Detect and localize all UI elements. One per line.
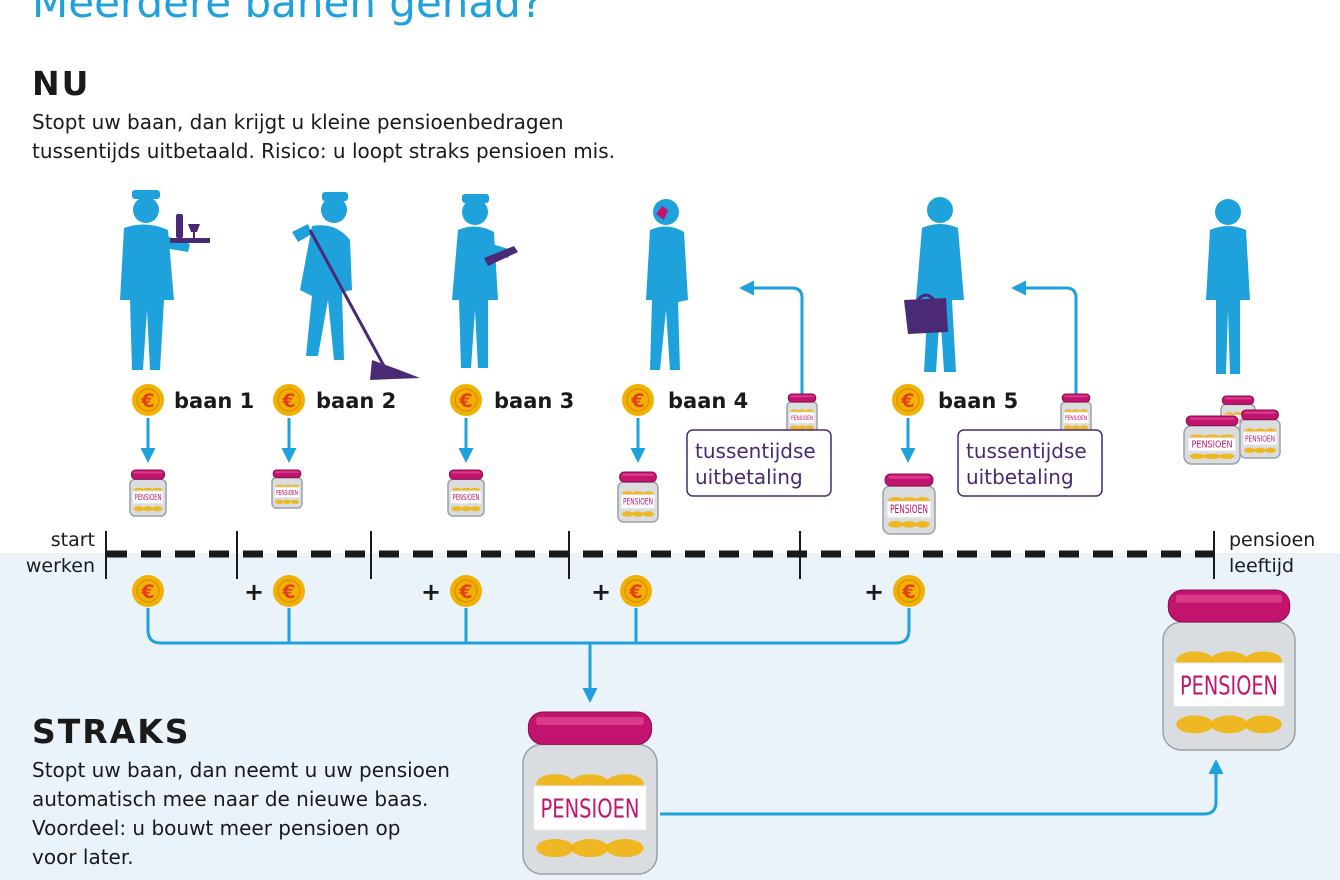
euro-coin-icon: € [622,384,654,416]
pension-jar-icon: PENSIOEN [617,471,659,523]
payout-box [686,429,832,497]
payout-label: tussentijdse [695,439,816,463]
euro-coin-icon: € [132,575,164,607]
euro-symbol: € [901,581,915,603]
transfer-arrow [660,759,1224,816]
nu-description: Stopt uw baan, dan krijgt u kleine pensi… [32,110,616,163]
euro-coin-icon: € [893,575,925,607]
job-label: baan 2 [316,389,396,413]
large-pension-jar-icon: PENSIOEN [522,711,658,875]
plus-sign: + [244,578,264,606]
timeline-start-label: start [51,529,95,551]
euro-coin-icon: € [273,575,305,607]
merge-connector [146,608,911,645]
jar-label: PENSIOEN [453,493,480,502]
euro-coin-icon: € [450,384,482,416]
jar-label: PENSIOEN [276,489,298,497]
payout-label: uitbetaling [695,465,803,489]
euro-coin-icon: € [450,575,482,607]
euro-symbol: € [458,581,472,603]
pension-jar-icon: PENSIOEN [129,469,167,517]
jar-label: PENSIOEN [1180,671,1278,701]
pension-jar-icon: PENSIOEN [271,469,303,509]
person-cleaner-icon [292,192,420,380]
final-pension-jar-icon: PENSIOEN [1162,589,1296,751]
euro-symbol: € [900,390,914,412]
euro-symbol: € [281,390,295,412]
plus-sign: + [864,578,884,606]
euro-symbol: € [628,581,642,603]
small-pension-jar-icon: PENSIOEN [786,393,818,435]
euro-symbol: € [140,581,154,603]
euro-symbol: € [281,581,295,603]
payout-arrow-4 [739,280,804,398]
person-phone-icon [646,199,688,370]
straks-description: Stopt uw baan, dan neemt u uw pensioen a… [32,758,450,869]
person-clipboard-icon [452,194,518,368]
job-label: baan 1 [174,389,254,413]
straks-heading: STRAKS [32,712,191,751]
timeline-start-label: werken [26,555,95,577]
person-briefcase-icon [904,197,964,372]
person-waiter-icon [120,190,210,370]
page-title: Meerdere banen gehad? [32,0,544,27]
payout-arrow-5 [1011,280,1078,394]
euro-coin-icon: € [892,384,924,416]
jar-label: PENSIOEN [135,493,162,502]
euro-symbol: € [458,390,472,412]
small-pension-jar-icon: PENSIOEN [1060,393,1092,435]
pension-jar-pile-icon: PENSIOEN [1183,415,1241,465]
payout-box [957,429,1103,497]
pension-jar-icon: PENSIOEN [447,469,485,517]
plus-sign: + [421,578,441,606]
timeline-end-label: leeftijd [1229,555,1294,577]
jar-label: PENSIOEN [1065,415,1087,422]
straks-background [0,553,1340,880]
pension-jar-icon: PENSIOEN [882,473,936,535]
pension-jar-pile-icon: PENSIOEN [1239,409,1281,459]
euro-coin-icon: € [273,384,305,416]
job-label: baan 4 [668,389,748,413]
jar-label: PENSIOEN [1192,439,1233,450]
jar-label: PENSIOEN [541,795,640,825]
jar-label: PENSIOEN [791,415,813,422]
plus-sign: + [591,578,611,606]
timeline-end-label: pensioen [1229,529,1315,551]
payout-label: tussentijdse [966,439,1087,463]
jar-label: PENSIOEN [623,498,653,508]
euro-symbol: € [630,390,644,412]
job-label: baan 5 [938,389,1018,413]
person-retired-icon [1206,199,1250,374]
euro-coin-icon: € [132,384,164,416]
payout-label: uitbetaling [966,465,1074,489]
jar-label: PENSIOEN [1245,434,1275,443]
job-label: baan 3 [494,389,574,413]
euro-symbol: € [140,390,154,412]
euro-coin-icon: € [620,575,652,607]
nu-heading: NU [32,64,91,103]
jar-label: PENSIOEN [890,502,928,516]
